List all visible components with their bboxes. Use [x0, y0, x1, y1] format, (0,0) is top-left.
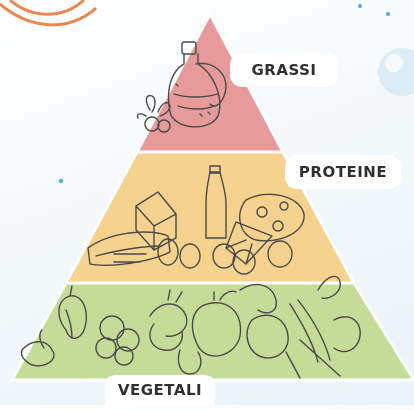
dot-decoration	[59, 179, 63, 183]
decorative-curve-icon	[0, 0, 96, 25]
tier-label-grassi: GRASSI	[230, 53, 338, 87]
tier-label-vegetali: VEGETALI	[105, 375, 215, 405]
tier-label-proteine: PROTEINE	[285, 155, 401, 189]
